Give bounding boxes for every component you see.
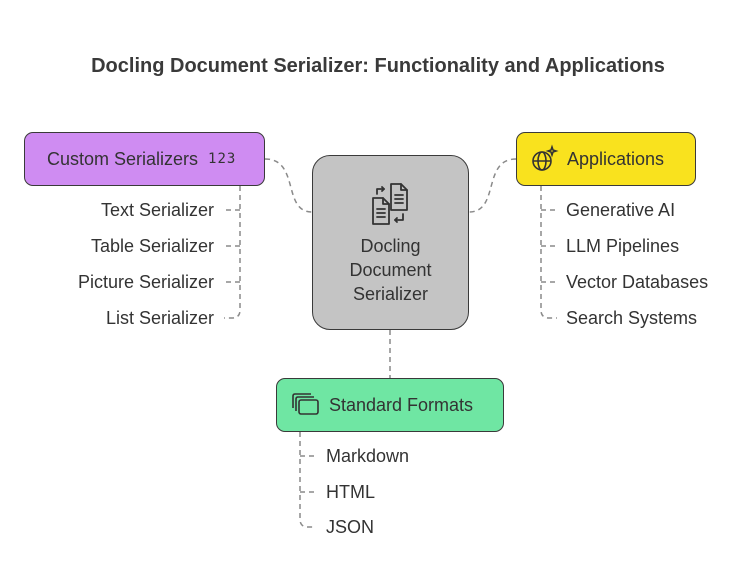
center-label: Docling Document Serializer — [349, 236, 432, 304]
list-item-html: HTML — [326, 482, 375, 502]
list-item-llm-pipelines: LLM Pipelines — [566, 236, 680, 256]
connector-std-list — [299, 432, 316, 528]
list-item-markdown: Markdown — [326, 446, 410, 466]
connector-custom-center — [264, 158, 313, 213]
standard-formats-node: Standard Formats — [276, 378, 504, 432]
document-convert-icon — [371, 183, 408, 225]
list-item-generative-ai: Generative AI — [566, 200, 676, 220]
list-item-text-serializer: Text Serializer — [100, 200, 214, 220]
globe-sparkle-icon — [532, 144, 559, 171]
standard-formats-label: Standard Formats — [329, 394, 474, 415]
list-item-vector-databases: Vector Databases — [566, 272, 709, 292]
list-item-list-serializer: List Serializer — [105, 308, 214, 328]
connector-apps-list — [540, 186, 557, 319]
connector-apps-center — [468, 158, 517, 213]
custom-serializers-label: Custom Serializers — [47, 148, 199, 169]
connector-custom-list — [224, 186, 241, 319]
numbers-badge: 123 — [208, 151, 237, 167]
applications-label: Applications — [567, 148, 665, 169]
stacked-windows-icon — [292, 393, 319, 415]
list-item-json: JSON — [326, 517, 375, 537]
list-item-search-systems: Search Systems — [566, 308, 698, 328]
applications-node: Applications — [516, 132, 696, 186]
list-item-picture-serializer: Picture Serializer — [77, 272, 214, 292]
diagram-title: Docling Document Serializer: Functionali… — [91, 55, 665, 77]
docling-serializer-node: Docling Document Serializer — [312, 155, 469, 330]
list-item-table-serializer: Table Serializer — [90, 236, 214, 256]
custom-serializers-node: Custom Serializers 123 — [24, 132, 265, 186]
